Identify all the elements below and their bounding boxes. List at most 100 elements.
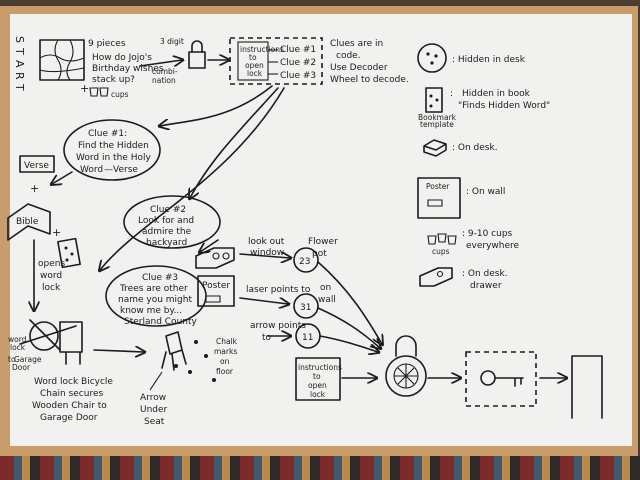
cups-icon — [89, 87, 109, 97]
instructions-card-line: to — [249, 53, 257, 62]
code-note-line: Clues are in — [330, 39, 383, 49]
bike-note-line: Chain secures — [40, 389, 103, 399]
bookmark-card-icon — [57, 237, 81, 269]
legend-cups-desc-line: everywhere — [466, 241, 520, 251]
plus-sign: + — [30, 182, 39, 195]
arrow-clue2-to-binoculars — [200, 239, 219, 252]
bible-label: Bible — [16, 217, 39, 227]
on-wall-line: on — [320, 283, 331, 293]
bible-book-icon — [7, 203, 51, 241]
clue2-line: admire the — [142, 227, 192, 237]
legend-colon: : — [450, 89, 453, 99]
open-book-icon — [423, 139, 447, 157]
arrow-to-23 — [239, 254, 290, 258]
chalk-line: on — [220, 357, 230, 366]
clue1-line: Find the Hidden — [78, 141, 149, 151]
puzzle-pieces-text: 9 pieces — [88, 39, 126, 49]
verse-box — [19, 155, 55, 173]
poster-box — [197, 275, 235, 307]
word-lock-line: word — [8, 335, 27, 344]
to-garage-line: Door — [12, 363, 31, 372]
clue1-line: Word — [80, 165, 103, 175]
number-23-circle — [293, 247, 319, 273]
bike-note-line: Garage Door — [40, 413, 98, 423]
binoculars-drawer-icon — [419, 267, 453, 287]
door-icon — [571, 355, 603, 419]
clue1-line: Word in the Holy — [76, 153, 151, 163]
combo-label-line: combi- — [152, 67, 178, 76]
instructions-box-line: instructions — [298, 363, 342, 372]
number-31: 31 — [300, 303, 311, 313]
arrow-under-line: Arrow — [140, 393, 166, 403]
number-23: 23 — [299, 257, 310, 267]
arrow-to-chair — [93, 350, 144, 352]
verse-dash-text: —Verse — [104, 165, 138, 175]
number-31-circle — [293, 293, 319, 319]
chalk-line: marks — [214, 347, 237, 356]
whiteboard — [10, 14, 632, 446]
chalk-line: Chalk — [216, 337, 238, 346]
arrow-to-clue1 — [160, 85, 273, 126]
look-out-line: window — [250, 248, 284, 258]
legend-on-desk: : On desk. — [452, 143, 498, 153]
start-letter: T — [13, 47, 26, 55]
instructions-box — [295, 357, 341, 401]
clue2-bubble — [123, 195, 221, 249]
clue3-line: Sterland County — [124, 317, 198, 327]
opens-line: word — [40, 271, 62, 281]
legend-drawer-desc-line: : On desk. — [462, 269, 508, 279]
clue2-line: Clue #2 — [150, 205, 186, 215]
jigsaw-puzzle — [39, 39, 85, 81]
clue3-line: name you might — [118, 295, 192, 305]
instructions-card-line: open — [245, 61, 264, 70]
arrow-to-31 — [239, 297, 288, 304]
opens-line: lock — [42, 283, 61, 293]
legend-book-hidden-line: "Finds Hidden Word" — [458, 101, 550, 111]
clue2-label: Clue #2 — [280, 58, 316, 68]
flower-pot-line: pot — [312, 249, 327, 259]
look-out-line: look out — [248, 237, 285, 247]
poster-label: Poster — [202, 281, 230, 291]
instructions-box-line: to — [313, 372, 321, 381]
floor-rug — [0, 456, 640, 480]
binoculars-icon — [195, 247, 235, 269]
legend-drawer-desc-line: drawer — [470, 281, 502, 291]
arrow-clue1-to-verse — [52, 171, 73, 184]
chair-sketch — [161, 331, 216, 382]
clue3-line: Clue #3 — [142, 273, 178, 283]
legend-bookmark-line: template — [420, 120, 454, 129]
clue1-bubble — [63, 119, 161, 181]
start-label: S T A R T — [13, 36, 26, 91]
plus-sign: + — [52, 226, 61, 239]
decoder-wheel-icon — [417, 43, 447, 73]
puzzle-cups-text: cups — [111, 90, 129, 99]
instructions-card-line: lock — [247, 69, 263, 78]
flower-pot-line: Flower — [308, 237, 338, 247]
cups-legend-icon — [427, 233, 457, 245]
verse-label: Verse — [24, 161, 49, 171]
number-11: 11 — [302, 333, 313, 343]
on-wall-line: wall — [318, 295, 336, 305]
code-note-line: code. — [336, 51, 361, 61]
arrow-points-line: to — [262, 333, 272, 343]
legend-cups-word: cups — [432, 247, 450, 256]
clue1-label: Clue #1 — [280, 45, 316, 55]
clue3-line: know me by... — [120, 306, 182, 316]
clue2-line: Look for and — [138, 216, 194, 226]
code-note-line: Use Decoder — [330, 63, 388, 73]
instructions-card-line: instructions — [240, 45, 284, 54]
arrow-points-line: arrow points — [250, 321, 306, 331]
combo-label-line: nation — [152, 76, 176, 85]
puzzle-question-line: How do Jojo's — [92, 53, 152, 63]
start-letter: S — [13, 36, 26, 43]
clue1-line: Clue #1: — [88, 129, 127, 139]
arrow-under-line: Under — [140, 405, 168, 415]
bike-note-line: Word lock Bicycle — [34, 377, 113, 387]
puzzle-question-line: Birthday wishes — [92, 64, 164, 74]
legend-on-wall: : On wall — [466, 187, 505, 197]
instructions-card — [237, 41, 269, 81]
arrow-11-to-lock — [319, 335, 378, 352]
instructions-box-line: lock — [310, 390, 326, 399]
